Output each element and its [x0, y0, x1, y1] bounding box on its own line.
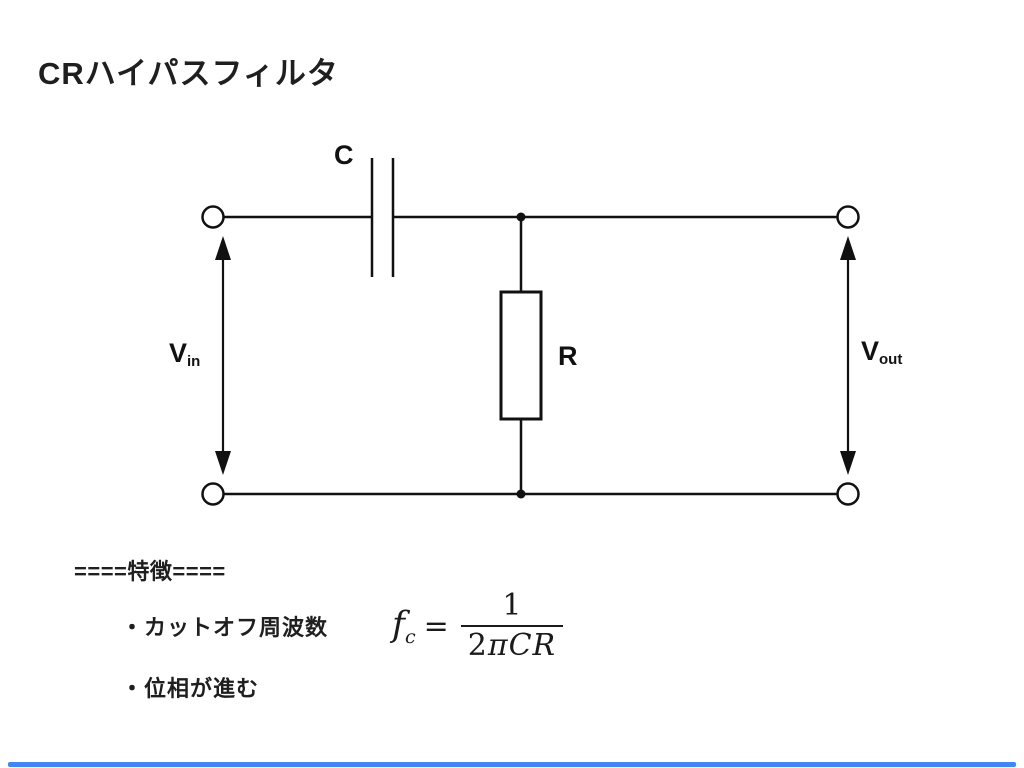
terminal-input-bottom	[201, 482, 225, 506]
terminal-input-top	[201, 205, 225, 229]
formula-denominator: 2πCR	[467, 628, 557, 663]
vout-arrowhead-up	[840, 236, 856, 260]
vin-label-sub: in	[187, 353, 201, 370]
formula-denominator-vars: πCR	[487, 628, 557, 663]
formula-fraction: 1 2πCR	[460, 588, 564, 663]
cutoff-frequency-formula: fc = 1 2πCR	[392, 582, 564, 670]
vout-label: Vout	[861, 336, 902, 368]
bottom-accent-bar	[8, 762, 1016, 767]
formula-numerator: 1	[502, 588, 522, 623]
junction-dot-bottom	[516, 489, 526, 499]
vin-arrowhead-up	[215, 236, 231, 260]
terminal-output-top	[836, 205, 860, 229]
feature-item-cutoff: ・カットオフ周波数	[121, 615, 329, 640]
vout-arrowhead-down	[840, 451, 856, 475]
feature-item-phase: ・位相が進む	[121, 676, 260, 701]
fraction-bar	[460, 624, 564, 627]
formula-lhs: fc	[392, 604, 416, 648]
junction-dot-top	[516, 212, 526, 222]
vout-label-base: V	[861, 336, 880, 366]
vin-label-base: V	[169, 338, 188, 368]
vin-label: Vin	[169, 338, 200, 370]
capacitor-label: C	[334, 140, 354, 170]
resistor-label: R	[558, 341, 578, 371]
resistor-body	[499, 290, 543, 421]
formula-lhs-subscript: c	[404, 625, 416, 648]
formula-equals: =	[423, 608, 449, 644]
page-title: CRハイパスフィルタ	[38, 56, 339, 91]
vout-label-sub: out	[879, 351, 903, 368]
terminal-output-bottom	[836, 482, 860, 506]
vin-arrowhead-down	[215, 451, 231, 475]
features-heading: ====特徴====	[74, 559, 226, 584]
